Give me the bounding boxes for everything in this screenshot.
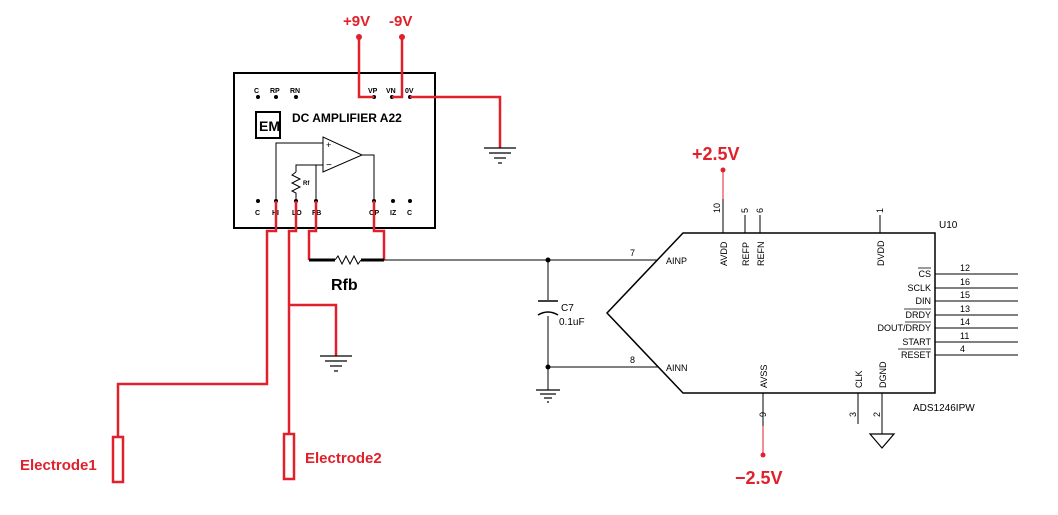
rf-label: Rf xyxy=(303,181,310,187)
ground-symbols xyxy=(320,147,896,449)
pin-avdd-num: 10 xyxy=(712,203,722,213)
pin-vn: VN xyxy=(386,88,396,95)
pin-clk-name: CLK xyxy=(854,370,864,388)
plus9-terminal xyxy=(356,34,362,40)
rfb-resistor xyxy=(309,254,384,266)
node-ainp xyxy=(545,257,551,263)
pin-avss-name: AVSS xyxy=(759,365,769,388)
svg-text:+: + xyxy=(326,140,331,150)
pin-refp-name: REFP xyxy=(741,242,751,266)
pin-cs-name: CS xyxy=(918,269,931,279)
pin-c-bl: C xyxy=(255,210,260,217)
pin-reset-name: RESET xyxy=(901,350,932,360)
plus25-terminal xyxy=(720,167,726,173)
pin-rp: RP xyxy=(270,88,280,95)
pin-dvdd-name: DVDD xyxy=(876,240,886,266)
electrode1-label: Electrode1 xyxy=(20,457,97,474)
pin-drdy-name: DRDY xyxy=(905,310,931,320)
capacitor-c7 xyxy=(537,300,559,316)
pin-0v: 0V xyxy=(405,88,414,95)
pin-dgnd-name: DGND xyxy=(878,361,888,388)
internal-opamp: + − xyxy=(275,136,375,199)
pin-dout-name: DOUT/DRDY xyxy=(878,323,932,333)
electrode2-label: Electrode2 xyxy=(305,450,382,467)
c7-ref: C7 xyxy=(561,303,574,314)
pin-clk-num: 3 xyxy=(848,412,858,417)
pin-c-top: C xyxy=(254,88,259,95)
pin-refn-num: 6 xyxy=(755,208,765,213)
pin-dvdd-num: 1 xyxy=(875,208,885,213)
svg-text:EM: EM xyxy=(259,118,280,134)
pin-cs-num: 12 xyxy=(960,263,970,273)
minus9-terminal xyxy=(399,34,405,40)
pin-rn: RN xyxy=(290,88,300,95)
pin-dout-num: 14 xyxy=(960,317,970,327)
pin-c-br: C xyxy=(407,210,412,217)
pin-vp: VP xyxy=(368,88,378,95)
electrode1-body xyxy=(111,435,125,484)
c7-value: 0.1uF xyxy=(559,317,585,328)
adc-ref: U10 xyxy=(939,220,958,231)
em-logo: EM xyxy=(255,111,281,139)
pin-ainp-name: AINP xyxy=(666,256,687,266)
pin-refn-name: REFN xyxy=(756,242,766,267)
dc-amplifier-module: EM DC AMPLIFIER A22 C RP RN VP VN 0V C H… xyxy=(233,72,436,229)
pin-avss-num: 9 xyxy=(758,412,768,417)
minus25-label: −2.5V xyxy=(735,468,783,488)
pin-dgnd-num: 2 xyxy=(872,412,882,417)
minus25-terminal xyxy=(760,452,766,458)
adc-part: ADS1246IPW xyxy=(913,403,975,414)
pin-reset-num: 4 xyxy=(960,344,965,354)
electrode2-body xyxy=(282,432,296,481)
pin-sclk-name: SCLK xyxy=(907,283,931,293)
black-wires xyxy=(384,170,1018,455)
node-ainn xyxy=(545,364,551,370)
adc-right-pins: CS 12 SCLK 16 DIN 15 DRDY 13 DOUT/DRDY 1… xyxy=(878,263,971,360)
pin-start-name: START xyxy=(902,337,931,347)
svg-text:−: − xyxy=(326,160,332,171)
pin-iz: IZ xyxy=(390,210,397,217)
red-wires xyxy=(116,37,502,437)
adc-ads1246: U10 ADS1246IPW AINP 7 AINN 8 AVDD 10 REF… xyxy=(605,203,975,417)
pin-din-num: 15 xyxy=(960,290,970,300)
module-title: DC AMPLIFIER A22 xyxy=(292,111,402,125)
pin-ainn-name: AINN xyxy=(666,363,688,373)
pin-avdd-name: AVDD xyxy=(719,241,729,266)
rfb-label: Rfb xyxy=(331,277,358,294)
minus9-label: -9V xyxy=(389,13,412,30)
pin-din-name: DIN xyxy=(916,296,932,306)
plus25-label: +2.5V xyxy=(692,144,740,164)
plus9-label: +9V xyxy=(343,13,370,30)
pin-ainn-num: 8 xyxy=(630,355,635,365)
pin-ainp-num: 7 xyxy=(630,248,635,258)
pin-sclk-num: 16 xyxy=(960,277,970,287)
pin-start-num: 11 xyxy=(960,331,969,341)
pin-drdy-num: 13 xyxy=(960,304,970,314)
pin-refp-num: 5 xyxy=(740,208,750,213)
